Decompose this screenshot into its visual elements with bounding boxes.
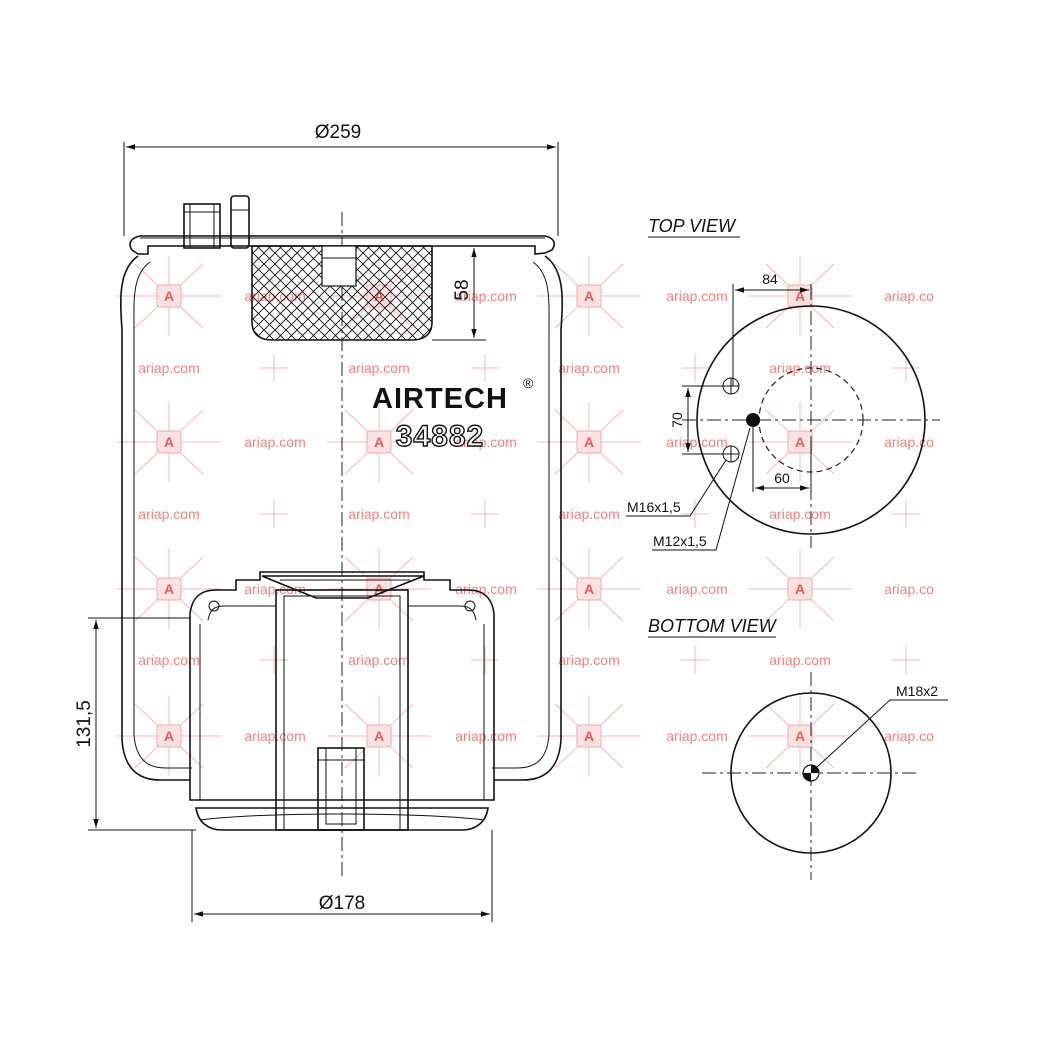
watermark-logo-letter: A: [584, 288, 594, 304]
air-fitting: [183, 203, 221, 249]
watermark-logo-letter: A: [374, 434, 384, 450]
watermark-logo: A: [117, 402, 221, 482]
top-view-dim-70: 70: [669, 412, 685, 428]
watermark-logo: A: [537, 549, 641, 629]
thread-m18-label: M18x2: [896, 683, 938, 699]
watermark-logo: A: [537, 256, 641, 336]
top-diameter-label: Ø259: [315, 122, 361, 143]
watermark-logo: A: [537, 696, 641, 776]
watermark-text: ariap.com: [244, 434, 305, 450]
watermark-logo-letter: A: [164, 434, 174, 450]
watermark-text: ariap.com: [666, 581, 727, 597]
thread-m16-label: M16x1,5: [627, 499, 681, 515]
watermark-logo-letter: A: [795, 288, 805, 304]
watermark-logo: A: [748, 549, 852, 629]
brand-name: AIRTECH: [372, 383, 508, 415]
watermark-logo-letter: A: [164, 288, 174, 304]
watermark-text: ariap.co: [884, 434, 934, 450]
center-stud: [746, 413, 760, 427]
bellow-outer: [119, 255, 190, 781]
watermark-text: ariap.com: [138, 506, 199, 522]
watermark-logo: A: [327, 402, 431, 482]
top-cap-section: [251, 245, 433, 341]
cap-depth-label: 58: [452, 279, 473, 300]
watermark-text: ariap.com: [455, 581, 516, 597]
bottom-thread-hole: [802, 764, 820, 782]
top-view-title: TOP VIEW: [648, 216, 737, 236]
thread-m12-label: M12x1,5: [653, 533, 707, 549]
watermark-text: ariap.com: [455, 728, 516, 744]
watermark-logo: A: [327, 696, 431, 776]
dim-height: 131,5: [74, 617, 196, 831]
watermark-text: ariap.com: [138, 652, 199, 668]
part-number: 34882: [396, 420, 484, 453]
watermark-logo: A: [748, 402, 852, 482]
bottom-view: BOTTOM VIEW M18x2: [648, 616, 948, 880]
dim-bottom-diameter: Ø178: [191, 830, 493, 922]
dim-top-diameter: Ø259: [123, 122, 559, 236]
watermark-logo-letter: A: [374, 581, 384, 597]
watermark-logo-letter: A: [795, 434, 805, 450]
dim-cap-depth: 58: [432, 245, 486, 341]
watermark-logo: A: [537, 402, 641, 482]
top-view-dim-60: 60: [774, 470, 790, 486]
watermark-text: ariap.com: [558, 360, 619, 376]
top-view-dim-84: 84: [762, 271, 778, 287]
watermark-text: ariap.com: [666, 288, 727, 304]
watermark-logo-letter: A: [795, 728, 805, 744]
watermark-logo-letter: A: [584, 581, 594, 597]
top-view: TOP VIEW 84 70 60: [626, 216, 940, 551]
watermark-text: ariap.com: [666, 434, 727, 450]
watermark-logo-letter: A: [164, 581, 174, 597]
watermark-text: ariap.com: [348, 506, 409, 522]
mounting-stud: [230, 195, 250, 249]
watermark-text: ariap.com: [138, 360, 199, 376]
trademark-symbol: ®: [523, 375, 534, 391]
watermark-text: ariap.com: [558, 652, 619, 668]
watermark-text: ariap.com: [769, 506, 830, 522]
watermark-text: ariap.com: [244, 581, 305, 597]
watermark-logo: A: [748, 696, 852, 776]
height-label: 131,5: [74, 700, 95, 748]
watermark-text: ariap.co: [884, 581, 934, 597]
watermark-text: ariap.com: [666, 728, 727, 744]
piston: [189, 571, 495, 831]
watermark-logo-letter: A: [584, 434, 594, 450]
top-plate: [129, 235, 555, 255]
watermark-text: ariap.com: [455, 434, 516, 450]
watermark-logo-letter: A: [164, 728, 174, 744]
watermark-layer: AAAAAAAAAAAAAAAAariap.comariap.comariap.…: [117, 256, 934, 776]
watermark-text: ariap.co: [884, 728, 934, 744]
bottom-diameter-label: Ø178: [319, 893, 365, 914]
watermark-text: ariap.com: [769, 360, 830, 376]
watermark-logo-letter: A: [374, 728, 384, 744]
watermark-text: ariap.com: [348, 360, 409, 376]
watermark-text: ariap.com: [558, 506, 619, 522]
watermark-logo: A: [748, 256, 852, 336]
watermark-text: ariap.com: [244, 728, 305, 744]
watermark-logo: A: [117, 696, 221, 776]
watermark-logo-letter: A: [584, 728, 594, 744]
watermark-logo-letter: A: [795, 581, 805, 597]
watermark-logo: A: [327, 549, 431, 629]
bottom-view-title: BOTTOM VIEW: [648, 616, 778, 636]
watermark-text: ariap.com: [348, 652, 409, 668]
front-view: AIRTECH ® 34882 Ø259 58 131,5: [74, 122, 564, 922]
watermark-logo: A: [117, 256, 221, 336]
watermark-text: ariap.co: [884, 288, 934, 304]
watermark-logo: A: [117, 549, 221, 629]
watermark-text: ariap.com: [769, 652, 830, 668]
watermark-text: ariap.com: [455, 288, 516, 304]
